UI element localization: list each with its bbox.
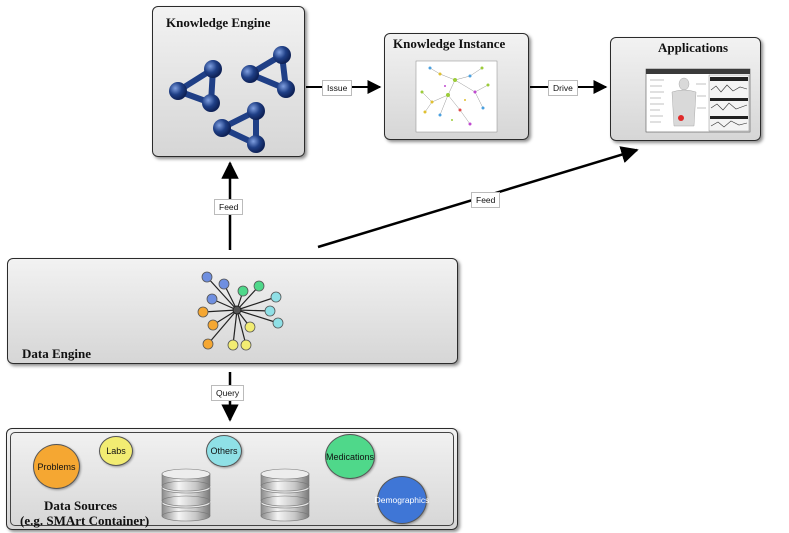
data-network-icon <box>197 271 284 351</box>
data-item-problems: Problems <box>33 444 80 489</box>
edge-label-feed-up: Feed <box>214 199 244 215</box>
database-icon <box>161 468 211 522</box>
molecule-icon <box>213 102 265 153</box>
molecule-icon <box>169 60 222 112</box>
data-item-labs: Labs <box>99 436 133 466</box>
data-sources-inner-border <box>10 432 454 526</box>
molecule-icon <box>241 46 295 98</box>
data-item-demographics: Demographics <box>375 476 429 524</box>
data-sources-subtitle: (e.g. SMArt Container) <box>20 513 150 528</box>
knowledge-graph-thumbnail <box>415 60 498 133</box>
knowledge-instance-title: Knowledge Instance <box>393 36 506 51</box>
data-item-others: Others <box>206 435 242 467</box>
edge-label-drive: Drive <box>548 80 578 96</box>
database-icon <box>260 468 310 522</box>
data-engine-title: Data Engine <box>22 346 91 361</box>
edge-label-issue: Issue <box>322 80 353 96</box>
data-item-medications: Medications <box>325 434 375 479</box>
edge-label-query: Query <box>211 385 245 401</box>
edge-label-feed-diagonal: Feed <box>471 192 501 208</box>
applications-title: Applications <box>658 40 729 55</box>
application-screenshot-thumbnail <box>645 68 751 133</box>
knowledge-engine-title: Knowledge Engine <box>166 15 271 30</box>
data-sources-title: Data Sources <box>44 498 118 513</box>
